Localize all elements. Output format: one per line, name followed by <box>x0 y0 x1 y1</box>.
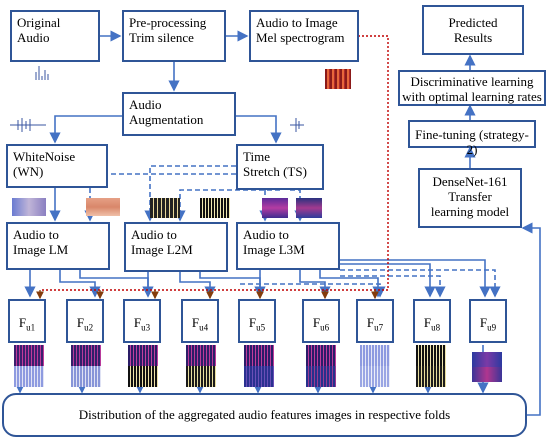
wn-spectrogram-image <box>12 198 46 216</box>
fine-tuning-box: Fine-tuning (strategy-2) <box>408 120 536 157</box>
fold-box-u2: Fu2 <box>66 299 104 343</box>
fold-box-u7: Fu7 <box>356 299 394 343</box>
fold-box-u1: Fu1 <box>8 299 46 343</box>
fold-box-u9: Fu9 <box>469 299 507 343</box>
fold-spectrogram-image <box>472 352 502 382</box>
mel-spectrogram-image <box>325 69 351 89</box>
fold-box-u3: Fu3 <box>123 299 161 343</box>
fold-box-u8: Fu8 <box>413 299 451 343</box>
fold-spectrogram-image <box>360 345 390 387</box>
fold-spectrogram-image <box>244 345 274 387</box>
fold-spectrogram-image <box>416 345 446 387</box>
fold-spectrogram-image <box>186 345 216 387</box>
waveform-icon <box>10 66 304 132</box>
fold-box-u4: Fu4 <box>181 299 219 343</box>
distribution-box: Distribution of the aggregated audio fea… <box>2 393 527 437</box>
fold-box-u5: Fu5 <box>238 299 276 343</box>
white-noise-box: WhiteNoise(WN) <box>6 144 108 188</box>
fold-spectrogram-image <box>14 345 44 387</box>
wn-spectrogram-image <box>86 198 120 216</box>
ts-spectrogram-image <box>200 198 230 218</box>
ts-spectrogram-image <box>150 198 180 218</box>
fold-spectrogram-image <box>128 345 158 387</box>
ts-spectrogram-image <box>262 198 288 218</box>
ts-spectrogram-image <box>296 198 322 218</box>
fold-spectrogram-image <box>306 345 336 387</box>
fold-box-u6: Fu6 <box>302 299 340 343</box>
fold-spectrogram-image <box>71 345 101 387</box>
